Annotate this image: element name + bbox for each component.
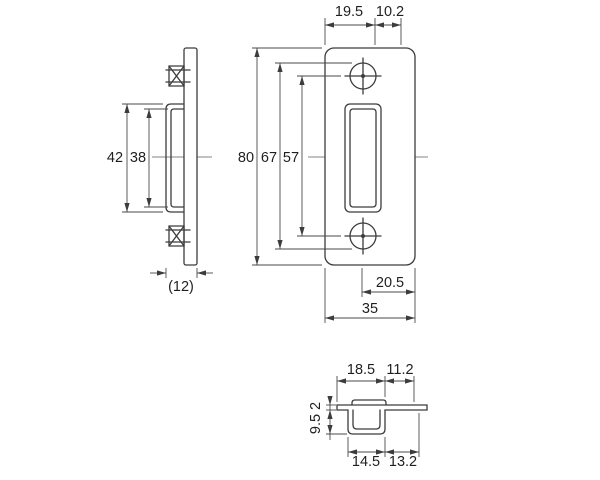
slot-frame-outer	[344, 103, 382, 213]
dim-front-hole-center-span: 57	[283, 150, 299, 166]
dim-section-plate-thickness: 2	[308, 402, 324, 410]
side-view: 42 38 (12)	[107, 47, 213, 295]
front-dim-67: 67	[261, 62, 352, 250]
dim-front-top-right: 10.2	[376, 4, 404, 20]
dim-section-top-right: 11.2	[386, 362, 413, 378]
dim-side-inner-height: 38	[130, 150, 146, 166]
section-dim-bottom: 14.5 13.2	[347, 413, 420, 470]
side-frame-outer	[165, 103, 185, 213]
dim-front-bottom-span: 20.5	[376, 275, 404, 291]
dim-front-top-left: 19.5	[335, 4, 363, 20]
front-dim-top: 19.5 10.2	[324, 4, 404, 45]
screw-hole-top-icon	[344, 57, 382, 95]
front-plate-outline	[324, 47, 416, 266]
slot-frame-inner	[349, 108, 377, 208]
dim-section-overall-depth: 9.5	[308, 414, 324, 434]
front-dim-35: 35	[324, 268, 415, 323]
side-dim-depth: (12)	[150, 268, 213, 295]
screw-hole-bottom-icon	[344, 217, 382, 255]
front-dim-20-5: 20.5	[361, 268, 416, 323]
side-plate-outline	[183, 47, 198, 266]
side-screw-bottom-icon	[165, 225, 191, 247]
front-dim-57: 57	[283, 75, 341, 237]
front-dim-80: 80	[238, 47, 322, 266]
bottom-section-view: 18.5 11.2 2 9.5 14.5 13.2	[308, 362, 428, 470]
dim-side-depth: (12)	[168, 279, 194, 295]
side-dim-42: 42	[107, 103, 163, 213]
dim-section-top-left: 18.5	[347, 362, 375, 378]
section-dim-left: 2 9.5	[308, 396, 347, 440]
front-view: 19.5 10.2 80 67 57	[238, 4, 428, 323]
section-frame-bump	[351, 399, 387, 406]
dim-front-overall-height: 80	[238, 150, 254, 166]
dim-section-bottom-right: 13.2	[389, 454, 417, 470]
section-pocket-outer	[347, 409, 386, 435]
side-dim-38: 38	[130, 108, 168, 208]
section-dim-top: 18.5 11.2	[336, 362, 415, 402]
section-plate-outline	[336, 404, 428, 411]
side-screw-top-icon	[165, 65, 191, 87]
section-pocket-inner	[352, 409, 381, 430]
dim-front-hole-outer-span: 67	[261, 150, 277, 166]
dim-front-overall-width: 35	[362, 301, 378, 317]
side-frame-inner	[170, 108, 185, 208]
dim-side-outer-height: 42	[107, 150, 123, 166]
dim-section-bottom-left: 14.5	[352, 454, 380, 470]
